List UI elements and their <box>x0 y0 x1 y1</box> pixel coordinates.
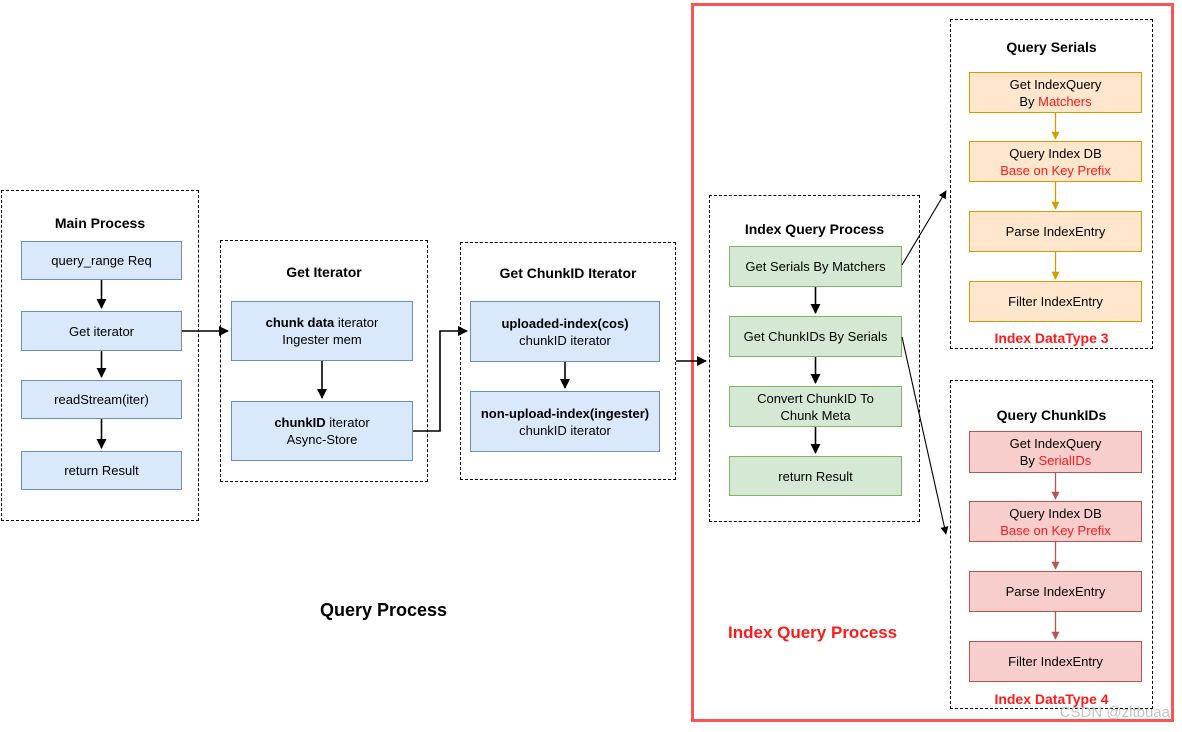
node-get-chunkids-by-serials: Get ChunkIDs By Serials <box>729 316 902 357</box>
group-query-serials: Query Serials <box>950 19 1153 349</box>
node-label: Get ChunkIDs By Serials <box>743 329 888 344</box>
node-convert-chunkid-to-chunk-meta: Convert ChunkID To Chunk Meta <box>729 386 902 427</box>
node-filter-indexentry-chunkids: Filter IndexEntry <box>969 641 1142 682</box>
node-sublabel: By SerialIDs <box>1019 453 1092 468</box>
group-title-index-query-process: Index Query Process <box>744 221 885 237</box>
node-label: Get Serials By Matchers <box>745 259 886 274</box>
node-readstream-iter: readStream(iter) <box>21 380 182 419</box>
node-query-index-db-chunkids: Query Index DB Base on Key Prefix <box>969 501 1142 542</box>
node-label: chunkID iterator <box>274 415 370 430</box>
node-label: Get IndexQuery <box>1009 436 1102 451</box>
node-label: Filter IndexEntry <box>1008 294 1103 309</box>
node-query-index-db-serials: Query Index DB Base on Key Prefix <box>969 141 1142 182</box>
node-parse-indexentry-chunkids: Parse IndexEntry <box>969 571 1142 612</box>
node-return-result-main: return Result <box>21 451 182 490</box>
node-label: Parse IndexEntry <box>1005 584 1106 599</box>
red-highlight: Base on Key Prefix <box>1000 162 1111 178</box>
group-title-get-chunkid-iterator: Get ChunkID Iterator <box>499 265 637 281</box>
node-sublabel: chunkID iterator <box>519 422 611 438</box>
node-query-range-req: query_range Req <box>21 241 182 280</box>
node-non-upload-index-ingester: non-upload-index(ingester) chunkID itera… <box>470 391 660 452</box>
node-sublabel: chunkID iterator <box>519 332 611 348</box>
red-highlight: SerialIDs <box>1038 453 1092 468</box>
node-sublabel: Ingester mem <box>282 332 362 347</box>
group-title-main-process: Main Process <box>54 215 146 231</box>
index-query-process-frame <box>691 3 1174 722</box>
node-filter-indexentry-serials: Filter IndexEntry <box>969 281 1142 322</box>
group-title-query-chunkids: Query ChunkIDs <box>996 407 1107 423</box>
node-label: Query Index DB <box>1009 505 1102 521</box>
node-parse-indexentry-serials: Parse IndexEntry <box>969 211 1142 252</box>
node-sublabel: By Matchers <box>1019 93 1092 109</box>
node-get-indexquery-by-matchers: Get IndexQuery By Matchers <box>969 72 1142 113</box>
node-label: non-upload-index(ingester) <box>480 405 650 421</box>
node-label: Parse IndexEntry <box>1005 224 1106 239</box>
node-get-indexquery-by-serialids: Get IndexQuery By SerialIDs <box>969 431 1142 473</box>
label-query-process: Query Process <box>320 600 448 620</box>
label-index-query-process: Index Query Process <box>728 623 898 642</box>
label-index-datatype-4: Index DataType 4 <box>994 691 1109 707</box>
node-label: Get iterator <box>68 323 135 339</box>
label-index-datatype-3: Index DataType 3 <box>994 330 1109 346</box>
node-label: Convert ChunkID To <box>757 390 874 406</box>
red-highlight: Base on Key Prefix <box>1000 522 1111 538</box>
node-label: Get IndexQuery <box>1009 76 1102 92</box>
node-label: return Result <box>778 468 853 484</box>
group-title-get-iterator: Get Iterator <box>286 264 362 280</box>
group-title-query-serials: Query Serials <box>1006 39 1097 55</box>
node-get-iterator: Get iterator <box>21 311 182 351</box>
node-label: Query Index DB <box>1009 145 1102 161</box>
node-label: query_range Req <box>51 253 152 268</box>
node-get-serials-by-matchers: Get Serials By Matchers <box>729 246 902 287</box>
node-uploaded-index-cos: uploaded-index(cos) chunkID iterator <box>470 301 660 362</box>
node-label: readStream(iter) <box>54 392 149 407</box>
group-query-chunkids: Query ChunkIDs <box>950 380 1153 709</box>
node-label: Filter IndexEntry <box>1008 654 1103 669</box>
node-sublabel: Chunk Meta <box>780 407 851 423</box>
node-chunk-data-iterator: chunk data iterator Ingester mem <box>231 301 413 361</box>
node-sublabel: Async-Store <box>286 432 358 447</box>
node-return-result-index: return Result <box>729 456 902 496</box>
node-label: chunk data iterator <box>265 315 379 330</box>
node-chunkid-iterator: chunkID iterator Async-Store <box>231 401 413 461</box>
red-highlight: Matchers <box>1038 93 1092 109</box>
watermark-text: CSDN @zltbuaa <box>1059 704 1170 721</box>
node-label: return Result <box>64 463 139 478</box>
group-main-process: Main Process <box>1 190 199 521</box>
node-label: uploaded-index(cos) <box>501 315 629 331</box>
